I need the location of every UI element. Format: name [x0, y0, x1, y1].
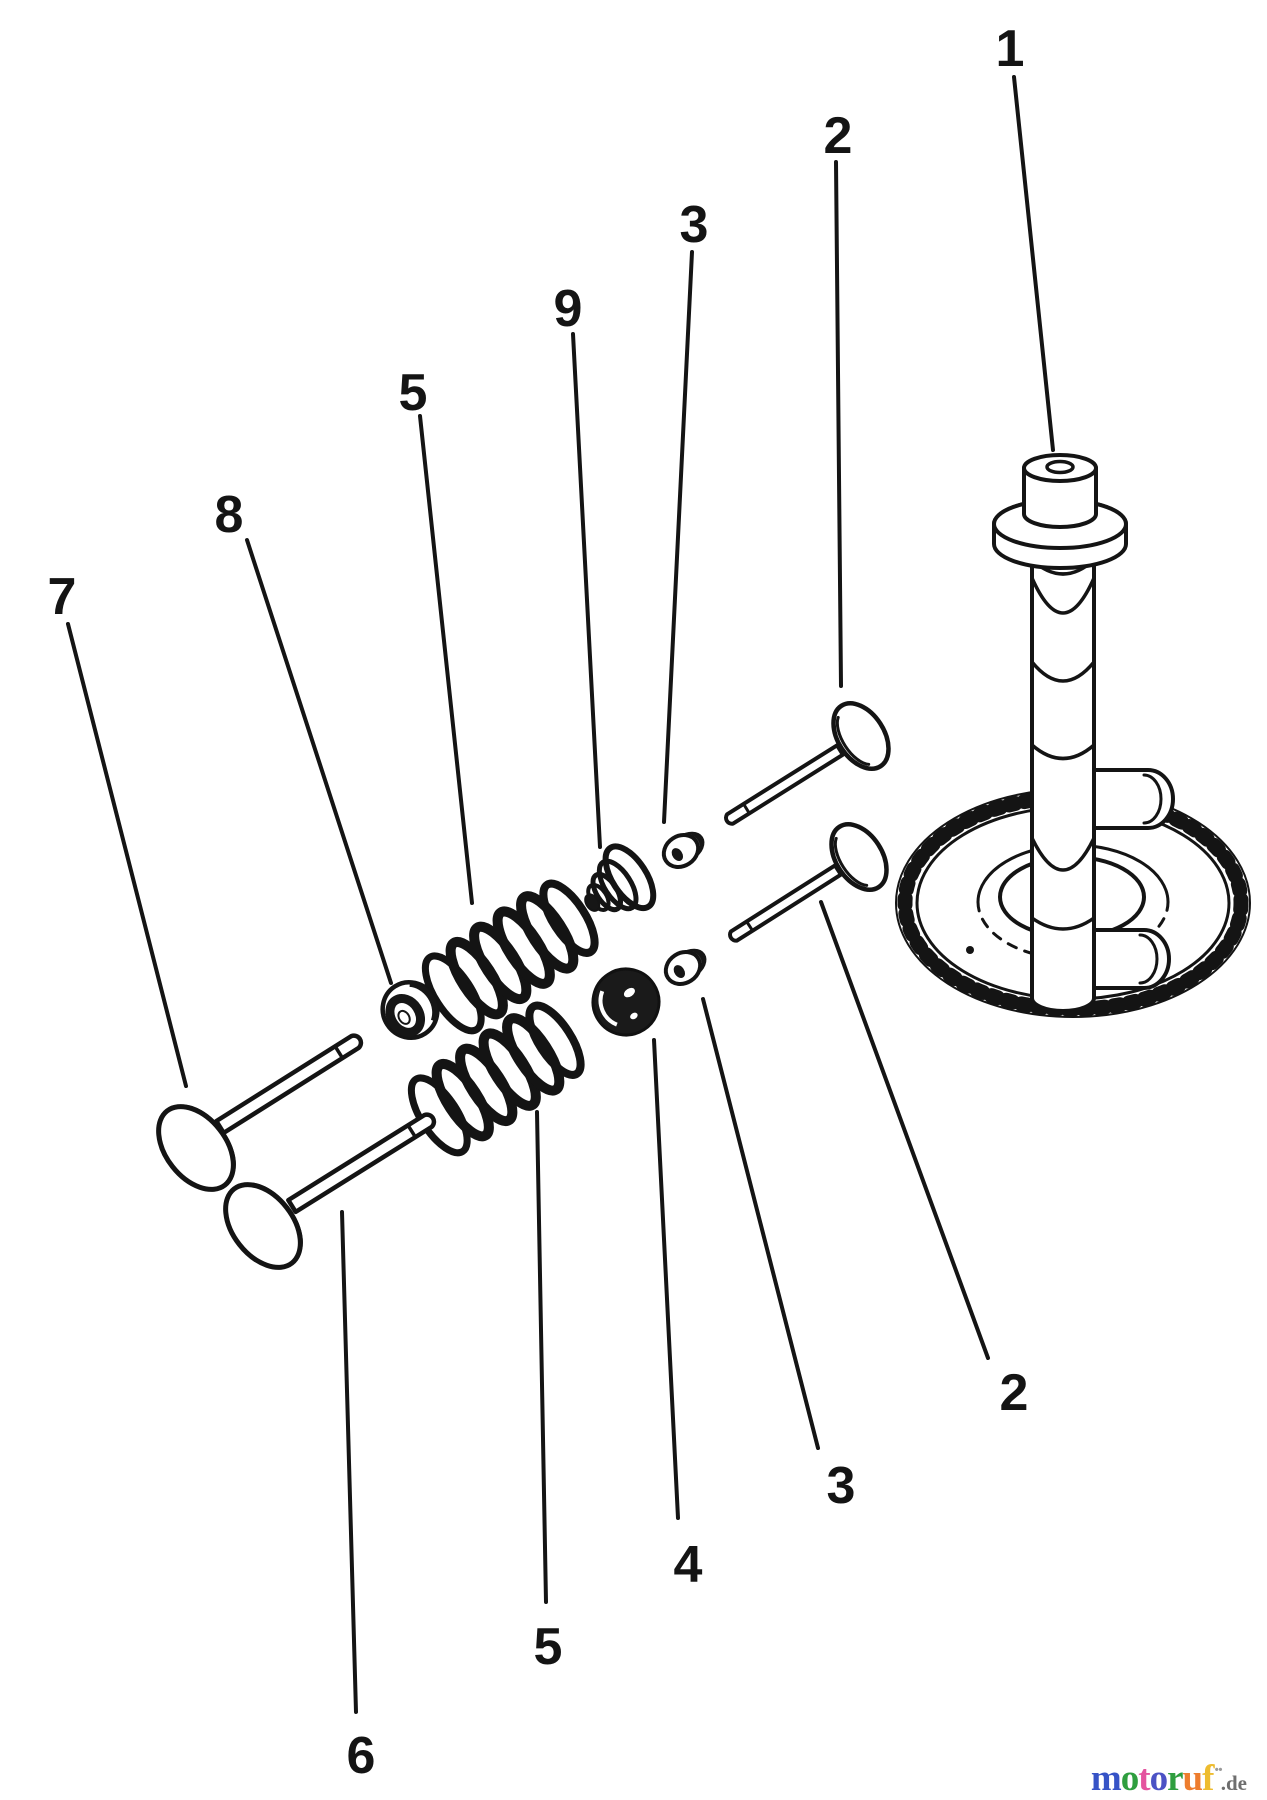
stem-groove [406, 1123, 418, 1139]
valve-stem [286, 1112, 437, 1215]
logo-trademark-dots: ·· [1213, 1759, 1223, 1781]
valve-stem-seal [380, 980, 440, 1040]
callout-valve-upper-right: 2 [824, 107, 853, 165]
valve-keeper-upper [661, 831, 705, 869]
stem-groove [745, 920, 755, 933]
leader-line-valve-upper-right [834, 160, 843, 688]
valve-stem [728, 863, 843, 943]
cap-glint [623, 987, 635, 998]
leader-line-valve-keeper-upper [662, 250, 694, 824]
valve-keeper-lower [663, 948, 707, 986]
logo-word: motoruf [1091, 1760, 1215, 1797]
valve-head-rim [835, 715, 871, 766]
gear-boss-ring-hidden [976, 900, 1170, 961]
valve-head-rim [246, 1182, 303, 1253]
motoruf-watermark[interactable]: motoruf··.de [1091, 1760, 1247, 1797]
callout-valve-spring-upper: 5 [399, 364, 428, 422]
leader-line-valve-spring-upper [418, 414, 474, 905]
callout-valve-spring-lower: 5 [534, 1618, 563, 1676]
valve-spring-lower [407, 1001, 585, 1157]
gear-face-dot [966, 946, 974, 954]
seal-hole [397, 1009, 411, 1025]
callout-valve-lower-left-lower: 6 [347, 1727, 376, 1785]
callout-spring-rotator-cap: 4 [674, 1536, 703, 1594]
leader-line-valve-spring-lower [535, 1110, 548, 1604]
valve-stem [724, 743, 845, 826]
leader-line-valve-keeper-lower [701, 997, 820, 1450]
callout-valve-lower-left-upper: 7 [48, 568, 77, 626]
valve-lower-right [728, 822, 889, 943]
logo-letter: r [1167, 1758, 1183, 1799]
logo-letter: m [1090, 1758, 1122, 1799]
callout-camshaft: 1 [996, 20, 1025, 78]
retainer-tip [584, 893, 601, 912]
keeper-hole [673, 965, 686, 979]
cap-highlight [598, 990, 618, 1027]
keeper-shade [680, 948, 707, 977]
callout-valve-stem-seal: 8 [215, 486, 244, 544]
leader-line-valve-lower-left-lower [340, 1210, 358, 1714]
callout-labels: 1 2 3 9 5 8 7 2 3 4 5 6 [48, 20, 1029, 1785]
logo-letter: u [1182, 1758, 1204, 1799]
keeper-shade [678, 831, 705, 860]
valve-lower-left-upper [156, 1033, 364, 1192]
leader-line-spring-retainer-upper [571, 332, 602, 849]
callout-spring-retainer-upper: 9 [554, 280, 583, 338]
stem-groove [333, 1044, 345, 1060]
leader-line-valve-stem-seal [245, 538, 393, 985]
cam-lobe-band-2-edge [1138, 933, 1159, 985]
stem-groove [742, 802, 751, 815]
callout-valve-keeper-lower: 3 [827, 1457, 856, 1515]
leader-line-valve-lower-right [819, 900, 990, 1360]
leader-line-camshaft [1012, 75, 1055, 452]
logo-letter: o [1120, 1758, 1139, 1799]
valve-head-rim [179, 1104, 236, 1175]
leader-lines [66, 75, 1055, 1714]
cam-center-hole [1045, 459, 1075, 475]
cam-top-face [1022, 453, 1098, 483]
leader-line-valve-lower-left-upper [66, 622, 188, 1088]
logo-letter: f [1202, 1758, 1214, 1799]
cam-top-journal [1022, 466, 1098, 529]
valve-lower-left-lower [223, 1112, 437, 1270]
seal-shade [409, 980, 439, 1022]
cam-shaft-body [1030, 546, 1096, 1013]
cam-lobe-band-1-edge [1142, 773, 1163, 825]
valve-head [223, 1182, 303, 1270]
valve-upper-right [724, 701, 891, 826]
valve-head-rim [833, 836, 869, 887]
seal-ring [385, 994, 426, 1037]
callout-valve-keeper-upper: 3 [680, 196, 709, 254]
callout-valve-lower-right: 2 [1000, 1364, 1029, 1422]
logo-domain-suffix: .de [1220, 1771, 1247, 1795]
cap-glint [630, 1012, 638, 1020]
logo-letter: o [1149, 1758, 1168, 1799]
valve-head [831, 701, 891, 771]
valve-stem [214, 1033, 364, 1136]
camshaft-assembly [895, 453, 1251, 1018]
leader-line-spring-rotator-cap [652, 1038, 680, 1520]
spring-retainer-upper [584, 843, 657, 913]
logo-letter: t [1138, 1758, 1150, 1799]
keeper-hole [671, 848, 684, 862]
valve-head [829, 822, 889, 892]
spring-rotator-cap [591, 967, 661, 1037]
